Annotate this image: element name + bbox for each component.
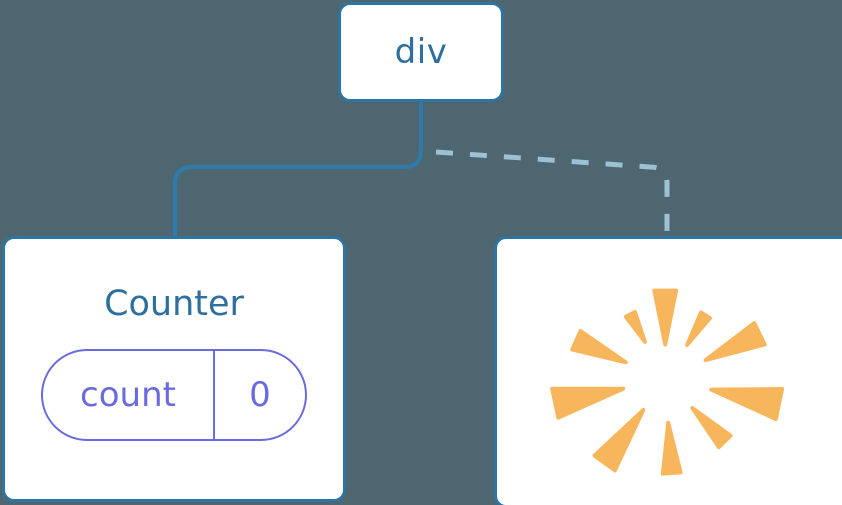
node-div-label: div	[394, 32, 448, 72]
starburst-icon	[550, 288, 785, 476]
starburst-ray-6	[660, 420, 683, 476]
state-pill-divider	[213, 351, 215, 439]
state-key-label: count	[80, 375, 176, 415]
state-value-label: 0	[249, 375, 271, 415]
node-div[interactable]: div	[338, 2, 504, 102]
edge-div-to-counter	[173, 100, 423, 240]
starburst-ray-3	[703, 321, 767, 363]
node-counter-label: Counter	[104, 284, 244, 324]
starburst-ray-group	[550, 288, 785, 476]
starburst-ray-7	[592, 407, 646, 473]
starburst-ray-8	[550, 386, 626, 420]
node-counter[interactable]: Counter count 0	[2, 236, 346, 502]
starburst-ray-4	[709, 387, 785, 421]
starburst-ray-1	[652, 288, 679, 347]
starburst-ray-2	[685, 310, 712, 347]
edge-div-to-burst	[435, 149, 670, 238]
starburst-ray-9	[570, 328, 628, 365]
state-pill-count[interactable]: count 0	[41, 349, 307, 441]
starburst-ray-10	[623, 309, 647, 344]
starburst-ray-5	[690, 406, 733, 450]
node-burst[interactable]	[494, 236, 842, 505]
